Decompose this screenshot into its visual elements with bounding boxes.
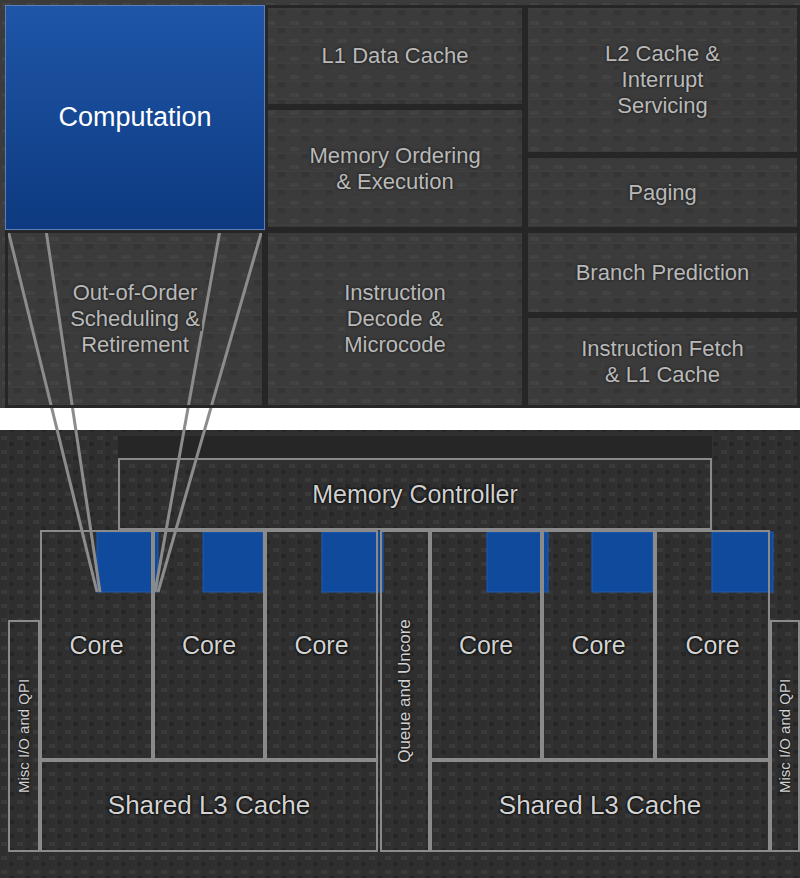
computation-squares (97, 532, 773, 592)
die-block: Instruction Fetch & L1 Cache (525, 315, 800, 408)
block-label: L1 Data Cache (320, 43, 471, 68)
core-region: Core (40, 530, 153, 760)
die-block: Memory Ordering & Execution (265, 107, 525, 230)
block-label: Out-of-Order Scheduling & Retirement (68, 280, 202, 357)
core-region: Core (542, 530, 655, 760)
io-region: Misc I/O and QPI (770, 620, 800, 852)
block-label: Instruction Decode & Microcode (342, 280, 448, 357)
core-die-detail (0, 0, 800, 408)
block-label: Misc I/O and QPI (776, 679, 793, 793)
memory-controller: Memory Controller (118, 458, 712, 530)
processor-die (0, 430, 800, 878)
die-block: Instruction Decode & Microcode (265, 230, 525, 408)
die-block: Out-of-Order Scheduling & Retirement (5, 230, 265, 408)
die-block: Paging (525, 155, 800, 230)
block-label: Core (294, 631, 348, 659)
block-label: Computation (58, 102, 211, 132)
block-label: Queue and Uncore (395, 619, 414, 763)
block-label: Memory Ordering & Execution (308, 143, 483, 194)
cache-region: Shared L3 Cache (430, 760, 770, 852)
die-block: L1 Data Cache (265, 5, 525, 107)
block-label: Core (182, 631, 236, 659)
block-label: Misc I/O and QPI (15, 679, 32, 793)
cache-region: Shared L3 Cache (40, 760, 378, 852)
core-region: Core (153, 530, 265, 760)
block-label: Branch Prediction (574, 260, 752, 285)
block-label: Instruction Fetch & L1 Cache (579, 336, 746, 387)
die-block: L2 Cache & Interrupt Servicing (525, 5, 800, 155)
block-label: Shared L3 Cache (499, 790, 701, 820)
block-label: L2 Cache & Interrupt Servicing (603, 41, 722, 118)
block-label: Core (571, 631, 625, 659)
block-label: Core (69, 631, 123, 659)
block-label: Core (685, 631, 739, 659)
highlight-block: Computation (5, 5, 265, 230)
die-strip (118, 436, 712, 458)
block-label: Core (459, 631, 513, 659)
die-block: Branch Prediction (525, 230, 800, 315)
core-region: Core (655, 530, 770, 760)
block-label: Paging (626, 180, 699, 205)
core-region: Core (265, 530, 378, 760)
block-label: Memory Controller (312, 480, 518, 508)
block-label: Shared L3 Cache (108, 790, 310, 820)
core-region: Core (430, 530, 542, 760)
zoom-lines (8, 230, 262, 592)
io-region: Misc I/O and QPI (8, 620, 40, 852)
uncore-region: Queue and Uncore (380, 530, 430, 852)
